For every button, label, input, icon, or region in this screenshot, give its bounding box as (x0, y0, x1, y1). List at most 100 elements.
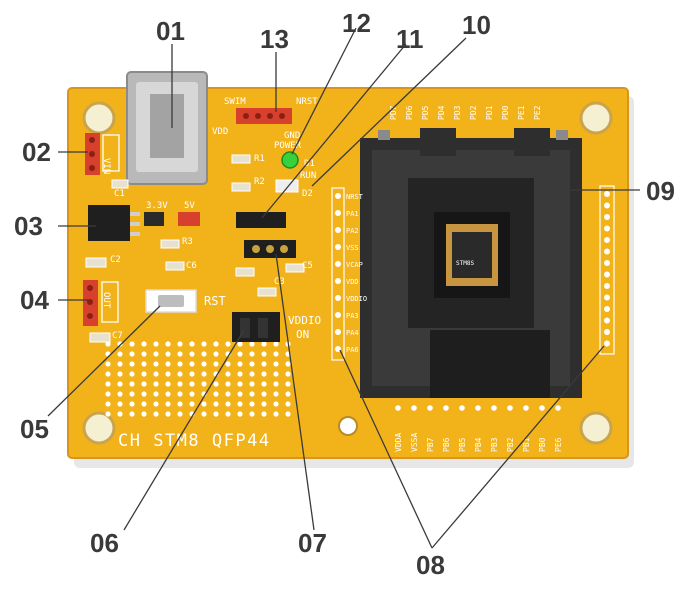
proto-hole (117, 361, 123, 367)
proto-hole (177, 401, 183, 407)
proto-hole (285, 411, 291, 417)
header-pin-hole (335, 193, 341, 199)
callout-08: 08 (416, 550, 445, 580)
callout-01: 01 (156, 16, 185, 46)
proto-hole (213, 361, 219, 367)
proto-hole (201, 371, 207, 377)
proto-hole (225, 381, 231, 387)
callout-03: 03 (14, 211, 43, 241)
header-pin-hole (335, 244, 341, 250)
proto-hole (117, 341, 123, 347)
proto-hole (261, 351, 267, 357)
proto-hole (129, 371, 135, 377)
qfp-socket (360, 128, 582, 398)
voltage-select-jumper (178, 212, 200, 226)
right-pin-header (599, 185, 615, 355)
vin-header (85, 133, 120, 175)
voltage-regulator (88, 205, 140, 241)
smd-components (85, 154, 305, 343)
proto-hole (225, 411, 231, 417)
left-pin-label: PA2 (346, 227, 359, 235)
proto-hole (165, 351, 171, 357)
proto-hole (153, 391, 159, 397)
header-pin-hole (604, 202, 610, 209)
r3-label: R3 (182, 237, 193, 247)
proto-hole (153, 341, 159, 347)
proto-hole (249, 361, 255, 367)
top-pin-label: PD3 (453, 105, 462, 120)
proto-hole (129, 411, 135, 417)
left-pin-label: PA1 (346, 210, 359, 218)
proto-hole (213, 341, 219, 347)
proto-hole (177, 341, 183, 347)
proto-hole (177, 351, 183, 357)
header-pin-hole (604, 237, 610, 243)
d2-label: D2 (302, 189, 313, 199)
header-pin-hole (411, 405, 417, 411)
header-pin-hole (604, 260, 610, 266)
header-pin-hole (459, 405, 465, 411)
proto-hole (285, 361, 291, 367)
proto-hole (249, 401, 255, 407)
proto-hole (153, 371, 159, 377)
mounting-holes (82, 101, 613, 445)
proto-hole (141, 381, 147, 387)
proto-hole (249, 341, 255, 347)
proto-hole (237, 401, 243, 407)
c1-label: C1 (114, 189, 125, 199)
proto-hole (261, 381, 267, 387)
r2-label: R2 (254, 177, 265, 187)
bottom-pin-label: PB6 (442, 437, 451, 452)
left-pin-label: VDD (346, 278, 359, 286)
proto-hole (141, 351, 147, 357)
c6-label: C6 (186, 261, 197, 271)
c2-label: C2 (110, 255, 121, 265)
proto-hole (165, 401, 171, 407)
reset-button (145, 289, 197, 313)
proto-hole (129, 401, 135, 407)
proto-hole (189, 371, 195, 377)
proto-hole (189, 381, 195, 387)
proto-hole (249, 391, 255, 397)
header-pin-hole (539, 405, 545, 411)
proto-hole (129, 351, 135, 357)
header-pin-hole (335, 227, 341, 233)
label-5v: 5V (184, 201, 195, 211)
bottom-pin-label: PB4 (474, 437, 483, 452)
on-label: ON (296, 328, 309, 341)
header-pin-hole (335, 261, 341, 267)
proto-hole (273, 381, 279, 387)
proto-hole (117, 391, 123, 397)
proto-hole (153, 361, 159, 367)
proto-hole (105, 341, 111, 347)
proto-hole (285, 401, 291, 407)
left-pin-label: VDDIO (346, 295, 367, 303)
left-pin-label: PA3 (346, 312, 359, 320)
proto-hole (105, 361, 111, 367)
left-pin-label: NRST (346, 193, 364, 201)
callout-06: 06 (90, 528, 119, 558)
proto-hole (237, 341, 243, 347)
proto-hole (153, 411, 159, 417)
proto-hole (105, 411, 111, 417)
header-pin-hole (604, 225, 610, 232)
proto-hole (261, 371, 267, 377)
proto-hole (237, 391, 243, 397)
callout-12: 12 (342, 8, 371, 38)
proto-hole (189, 341, 195, 347)
header-pin-hole (523, 405, 529, 411)
small-pin-socket (244, 240, 296, 258)
header-pin-hole (555, 405, 561, 411)
out-label: OUT (101, 292, 111, 309)
proto-hole (117, 401, 123, 407)
proto-hole (141, 371, 147, 377)
callout-05: 05 (20, 414, 49, 444)
left-pin-label: VSS (346, 244, 359, 252)
usb-connector (126, 71, 208, 185)
header-pin-hole (395, 405, 401, 411)
proto-hole (177, 371, 183, 377)
header-pin-hole (604, 214, 610, 220)
header-pin-hole (335, 295, 341, 301)
